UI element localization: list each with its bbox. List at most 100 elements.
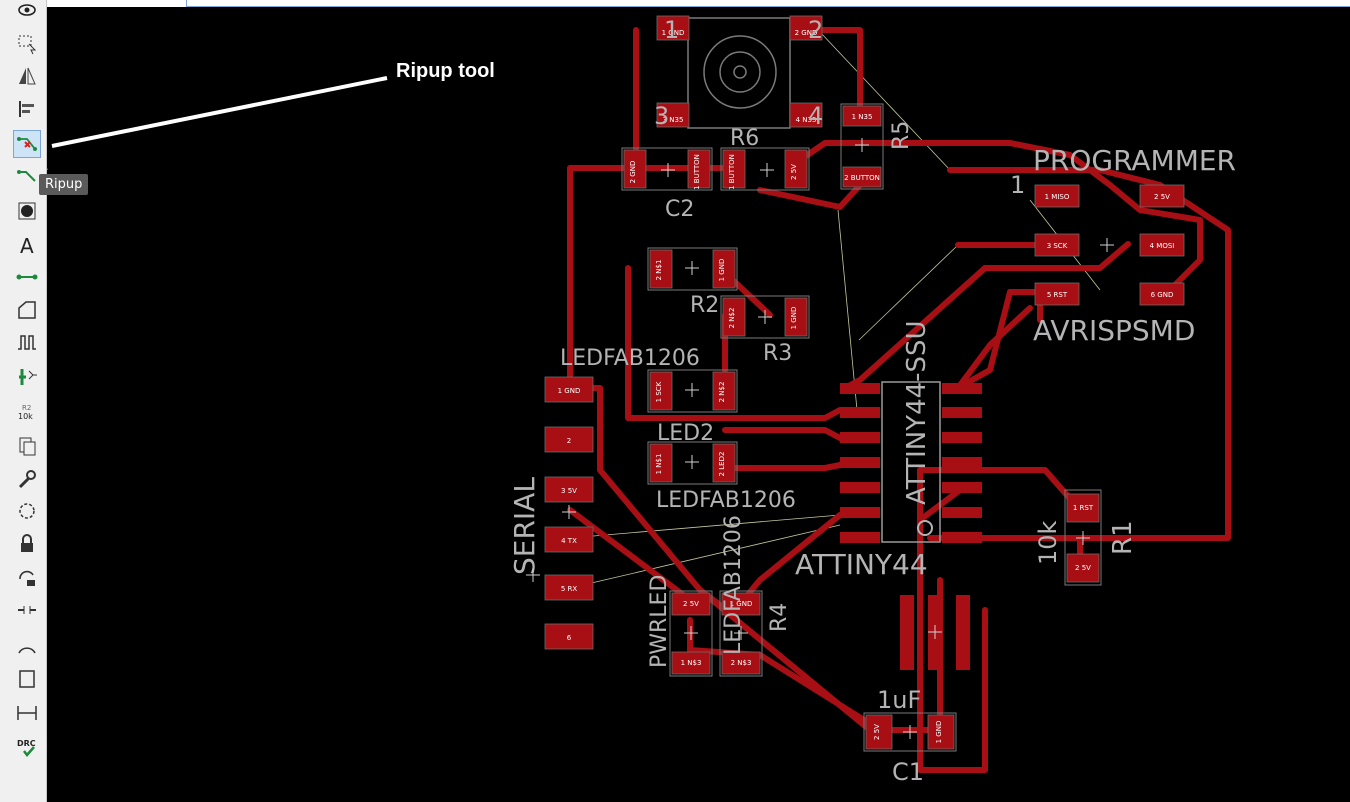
ripup-tooltip: Ripup bbox=[39, 174, 89, 195]
svg-text:R2: R2 bbox=[22, 404, 31, 412]
lock-icon[interactable] bbox=[14, 531, 40, 557]
svg-text:R6: R6 bbox=[730, 126, 759, 151]
drc-label: DRC bbox=[17, 739, 36, 748]
svg-text:5 RX: 5 RX bbox=[561, 585, 578, 593]
attiny-ssu-label: ATTINY44-SSU bbox=[902, 320, 932, 505]
svg-text:R5: R5 bbox=[889, 121, 914, 150]
svg-text:1uF: 1uF bbox=[877, 686, 921, 714]
svg-text:1 BUTTON: 1 BUTTON bbox=[693, 154, 701, 190]
svg-text:1: 1 bbox=[1010, 171, 1025, 199]
svg-text:6 GND: 6 GND bbox=[1151, 291, 1174, 299]
polygon-icon[interactable] bbox=[14, 297, 40, 323]
split-icon[interactable] bbox=[14, 597, 40, 623]
svg-text:2 BUTTON: 2 BUTTON bbox=[844, 174, 880, 182]
svg-text:R4: R4 bbox=[767, 603, 792, 632]
command-field[interactable] bbox=[186, 0, 1350, 7]
svg-text:1 MISO: 1 MISO bbox=[1045, 193, 1070, 201]
svg-text:4: 4 bbox=[808, 102, 823, 130]
wire-icon[interactable] bbox=[14, 264, 40, 290]
svg-text:C2: C2 bbox=[665, 197, 694, 222]
rect-icon[interactable] bbox=[14, 666, 40, 692]
ripup-icon[interactable] bbox=[13, 130, 41, 158]
svg-text:4 TX: 4 TX bbox=[561, 537, 577, 545]
svg-text:2 5V: 2 5V bbox=[1075, 564, 1091, 572]
svg-text:1 GND: 1 GND bbox=[935, 721, 943, 744]
ripup-callout: Ripup tool bbox=[396, 60, 495, 82]
eye-icon[interactable] bbox=[14, 0, 40, 23]
svg-text:2 N$2: 2 N$2 bbox=[728, 308, 736, 329]
drc-icon[interactable]: DRC bbox=[14, 734, 40, 760]
svg-text:1 N$1: 1 N$1 bbox=[655, 454, 663, 475]
svg-text:2 N$2: 2 N$2 bbox=[718, 382, 726, 403]
meander-icon[interactable] bbox=[14, 329, 40, 355]
svg-text:6: 6 bbox=[567, 634, 572, 642]
svg-text:4 MOSI: 4 MOSI bbox=[1150, 242, 1175, 250]
callout-line bbox=[51, 76, 388, 148]
svg-text:1 SCK: 1 SCK bbox=[655, 381, 663, 402]
svg-text:2 GND: 2 GND bbox=[795, 29, 818, 37]
svg-text:1 GND: 1 GND bbox=[790, 307, 798, 330]
svg-text:2 5V: 2 5V bbox=[790, 164, 798, 180]
svg-text:2 N$1: 2 N$1 bbox=[655, 260, 663, 281]
add-icon[interactable] bbox=[14, 364, 40, 390]
switch-outline bbox=[687, 17, 791, 129]
svg-text:R1: R1 bbox=[1108, 520, 1138, 555]
svg-text:2 5V: 2 5V bbox=[873, 724, 881, 740]
svg-text:LEDFAB1206: LEDFAB1206 bbox=[721, 515, 746, 655]
board-canvas[interactable]: 1 GND 2 GND 3 N35 4 N35 2 GND 1 BUTTON 1… bbox=[47, 7, 1350, 802]
svg-text:1 GND: 1 GND bbox=[662, 29, 685, 37]
mirror-icon[interactable] bbox=[14, 63, 40, 89]
svg-text:1: 1 bbox=[664, 16, 679, 44]
serial-label: SERIAL bbox=[508, 477, 541, 575]
top-strip bbox=[46, 0, 1350, 7]
svg-text:10k: 10k bbox=[1034, 520, 1062, 565]
circle-icon[interactable] bbox=[14, 498, 40, 524]
component-labels: 1 2 3 4 PROGRAMMER 1 AVRISPSMD R6 R5 C2 … bbox=[508, 16, 1236, 786]
svg-text:2 5V: 2 5V bbox=[683, 600, 699, 608]
svg-text:R2: R2 bbox=[690, 293, 719, 318]
replace-icon[interactable] bbox=[14, 565, 40, 591]
mouse-cursor bbox=[47, 166, 51, 178]
dimension-icon[interactable] bbox=[14, 700, 40, 726]
align-icon[interactable] bbox=[14, 96, 40, 122]
wrench-icon[interactable] bbox=[14, 466, 40, 492]
svg-text:2 LED2: 2 LED2 bbox=[718, 452, 726, 477]
route-icon[interactable] bbox=[14, 165, 40, 191]
attiny44-chip bbox=[840, 381, 982, 543]
svg-text:C1: C1 bbox=[892, 758, 924, 786]
svg-text:1 N35: 1 N35 bbox=[852, 113, 873, 121]
select-icon[interactable] bbox=[14, 31, 40, 57]
svg-text:1 GND: 1 GND bbox=[558, 387, 581, 395]
svg-text:LEDFAB1206: LEDFAB1206 bbox=[656, 488, 796, 513]
pads bbox=[544, 15, 1185, 750]
svg-text:4 N35: 4 N35 bbox=[796, 116, 817, 124]
paste-icon[interactable] bbox=[14, 433, 40, 459]
svg-text:LED2: LED2 bbox=[657, 421, 714, 446]
value-badge: 10k bbox=[18, 412, 33, 421]
svg-text:2 N$3: 2 N$3 bbox=[731, 659, 752, 667]
svg-text:3 SCK: 3 SCK bbox=[1047, 242, 1068, 250]
component-outlines bbox=[621, 103, 1102, 752]
svg-text:2 5V: 2 5V bbox=[1154, 193, 1170, 201]
attiny-label: ATTINY44 bbox=[795, 548, 928, 581]
pad-labels: 1 GND 2 GND 3 N35 4 N35 2 GND 1 BUTTON 1… bbox=[558, 29, 1175, 743]
svg-text:LEDFAB1206: LEDFAB1206 bbox=[560, 346, 700, 371]
svg-text:3 N35: 3 N35 bbox=[663, 116, 684, 124]
svg-text:R3: R3 bbox=[763, 341, 792, 366]
svg-text:1 N$3: 1 N$3 bbox=[681, 659, 702, 667]
arc-icon[interactable] bbox=[14, 635, 40, 661]
svg-text:3 5V: 3 5V bbox=[561, 487, 577, 495]
svg-text:1 RST: 1 RST bbox=[1073, 504, 1094, 512]
avrispsmd-label: AVRISPSMD bbox=[1033, 314, 1195, 347]
svg-text:2 GND: 2 GND bbox=[629, 161, 637, 184]
svg-text:3: 3 bbox=[654, 102, 669, 130]
svg-text:1 BUTTON: 1 BUTTON bbox=[728, 154, 736, 190]
svg-text:A: A bbox=[20, 234, 34, 256]
origin-marks bbox=[526, 138, 1114, 739]
text-icon[interactable]: A bbox=[14, 232, 40, 258]
svg-text:2: 2 bbox=[808, 16, 823, 44]
svg-text:2: 2 bbox=[567, 437, 571, 445]
via-icon[interactable] bbox=[14, 198, 40, 224]
